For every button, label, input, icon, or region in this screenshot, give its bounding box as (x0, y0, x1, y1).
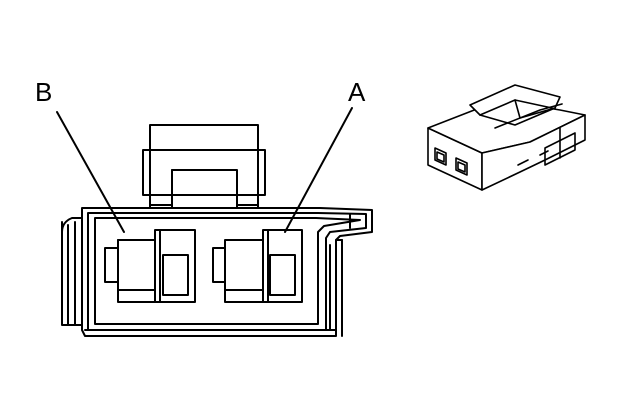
leader-line-b (57, 112, 124, 232)
label-a: A (348, 77, 366, 107)
connector-face-view: B A (35, 77, 372, 336)
connector-latch (143, 125, 265, 210)
connector-isometric-view (428, 85, 585, 190)
leader-line-a (285, 108, 352, 232)
terminal-cavity-a (213, 230, 302, 302)
terminal-cavity-b (105, 230, 195, 302)
label-b: B (35, 77, 52, 107)
